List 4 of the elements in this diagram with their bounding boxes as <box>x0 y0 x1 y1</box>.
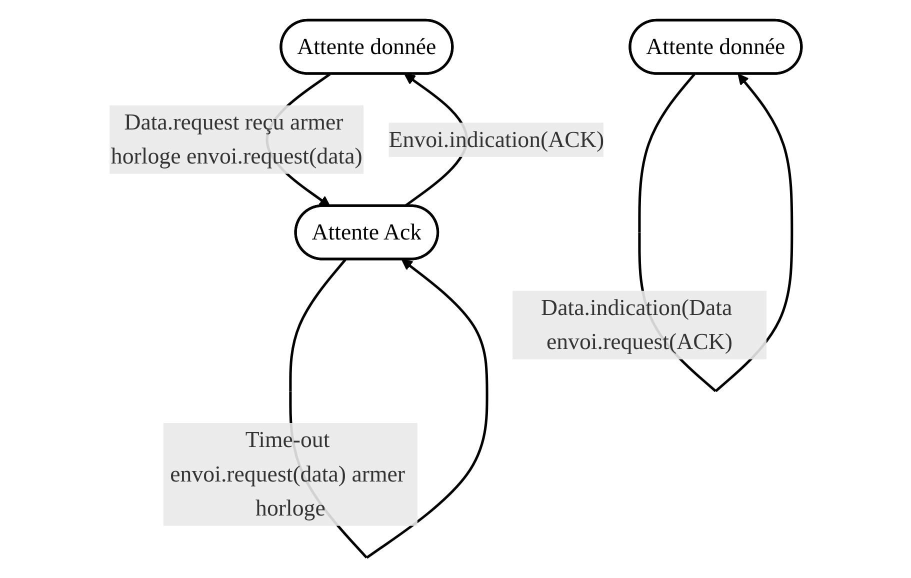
edge-label: Data.request reçu armer horloge envoi.request(data) <box>110 109 362 169</box>
edge-label: Envoi.indication(ACK) <box>388 126 604 152</box>
edge-label: Time-out envoi.request(data) armer horloge <box>170 426 406 521</box>
edge-label: Data.indication(Data envoi.request(ACK) <box>541 294 733 354</box>
